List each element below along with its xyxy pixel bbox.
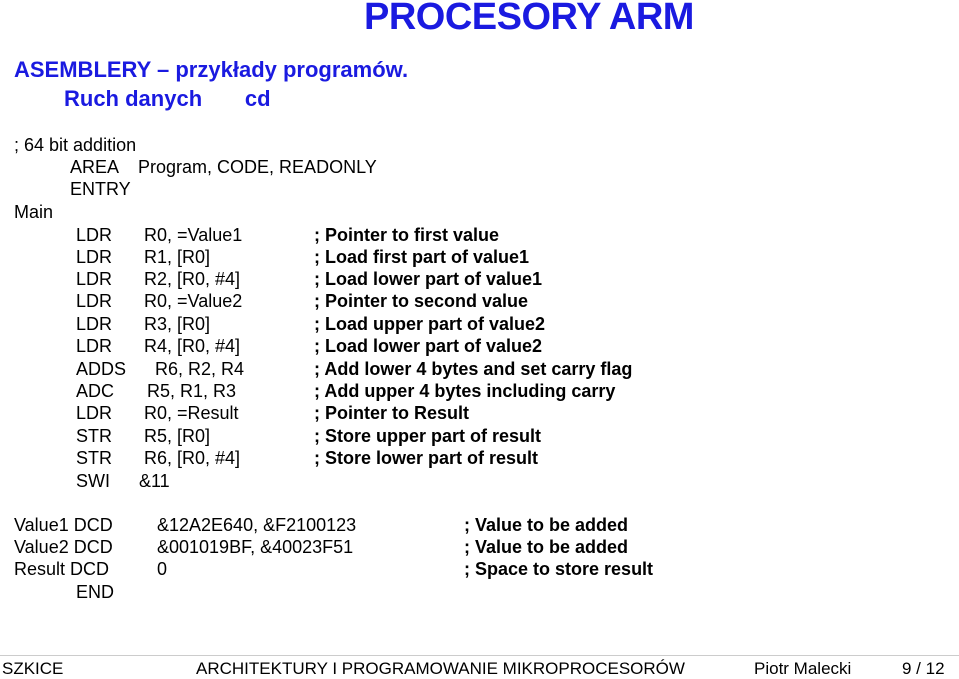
opcode: LDR [76,225,113,245]
code-comment: ; Store lower part of result [314,448,539,468]
operands: R4, [R0, #4] [144,336,241,356]
opcode: LDR [76,247,113,267]
footer-center: ARCHITEKTURY I PROGRAMOWANIE MIKROPROCES… [196,659,685,678]
opcode: SWI [76,471,110,491]
operands: R6, [R0, #4] [144,448,241,468]
code-comment: ; Load first part of value1 [314,247,530,267]
data-label: Value2 DCD [14,537,113,557]
opcode: ADDS [76,359,127,379]
data-label: Result DCD [14,559,110,579]
data-value: 0 [157,559,168,579]
area-directive: AREA Program, CODE, READONLY [70,157,377,177]
opcode: LDR [76,269,113,289]
footer-author: Piotr Malecki [754,659,852,678]
operands: R1, [R0] [144,247,211,267]
data-value: &12A2E640, &F2100123 [157,515,357,535]
code-comment: ; Add upper 4 bytes including carry [314,381,616,401]
code-comment: ; Load lower part of value2 [314,336,543,356]
code-comment: ; Pointer to Result [314,403,470,423]
operands: R0, =Value1 [144,225,243,245]
footer-left: SZKICE [2,659,64,678]
code-comment: ; Pointer to first value [314,225,500,245]
code-comment: ; Load lower part of value1 [314,269,543,289]
code-comment: ; Value to be added [464,515,629,535]
operands: R0, =Value2 [144,291,243,311]
comment-header: ; 64 bit addition [14,135,137,155]
code-comment: ; Load upper part of value2 [314,314,546,334]
code-comment: ; Space to store result [464,559,654,579]
data-label: Value1 DCD [14,515,113,535]
operands: R5, [R0] [144,426,211,446]
opcode: LDR [76,314,113,334]
opcode: STR [76,426,112,446]
subtitle-line-1: ASEMBLERY – przykłady programów. [14,57,409,82]
operands: R6, R2, R4 [155,359,245,379]
opcode: STR [76,448,112,468]
code-comment: ; Store upper part of result [314,426,542,446]
code-comment: ; Add lower 4 bytes and set carry flag [314,359,633,379]
operands: R2, [R0, #4] [144,269,241,289]
opcode: LDR [76,403,113,423]
opcode: LDR [76,291,113,311]
code-comment: ; Pointer to second value [314,291,529,311]
opcode: LDR [76,336,113,356]
operands: &11 [139,471,170,491]
footer-divider [0,655,959,656]
operands: R5, R1, R3 [147,381,237,401]
main-label: Main [14,202,54,222]
subtitle-line-2: Ruch danych cd [64,86,271,111]
code-comment: ; Value to be added [464,537,629,557]
opcode: ADC [76,381,115,401]
data-value: &001019BF, &40023F51 [157,537,354,557]
operands: R3, [R0] [144,314,211,334]
footer-page-number: 9 / 12 [902,659,945,678]
end-directive: END [76,582,115,602]
operands: R0, =Result [144,403,239,423]
page-title: PROCESORY ARM [364,0,694,38]
entry-directive: ENTRY [70,179,131,199]
